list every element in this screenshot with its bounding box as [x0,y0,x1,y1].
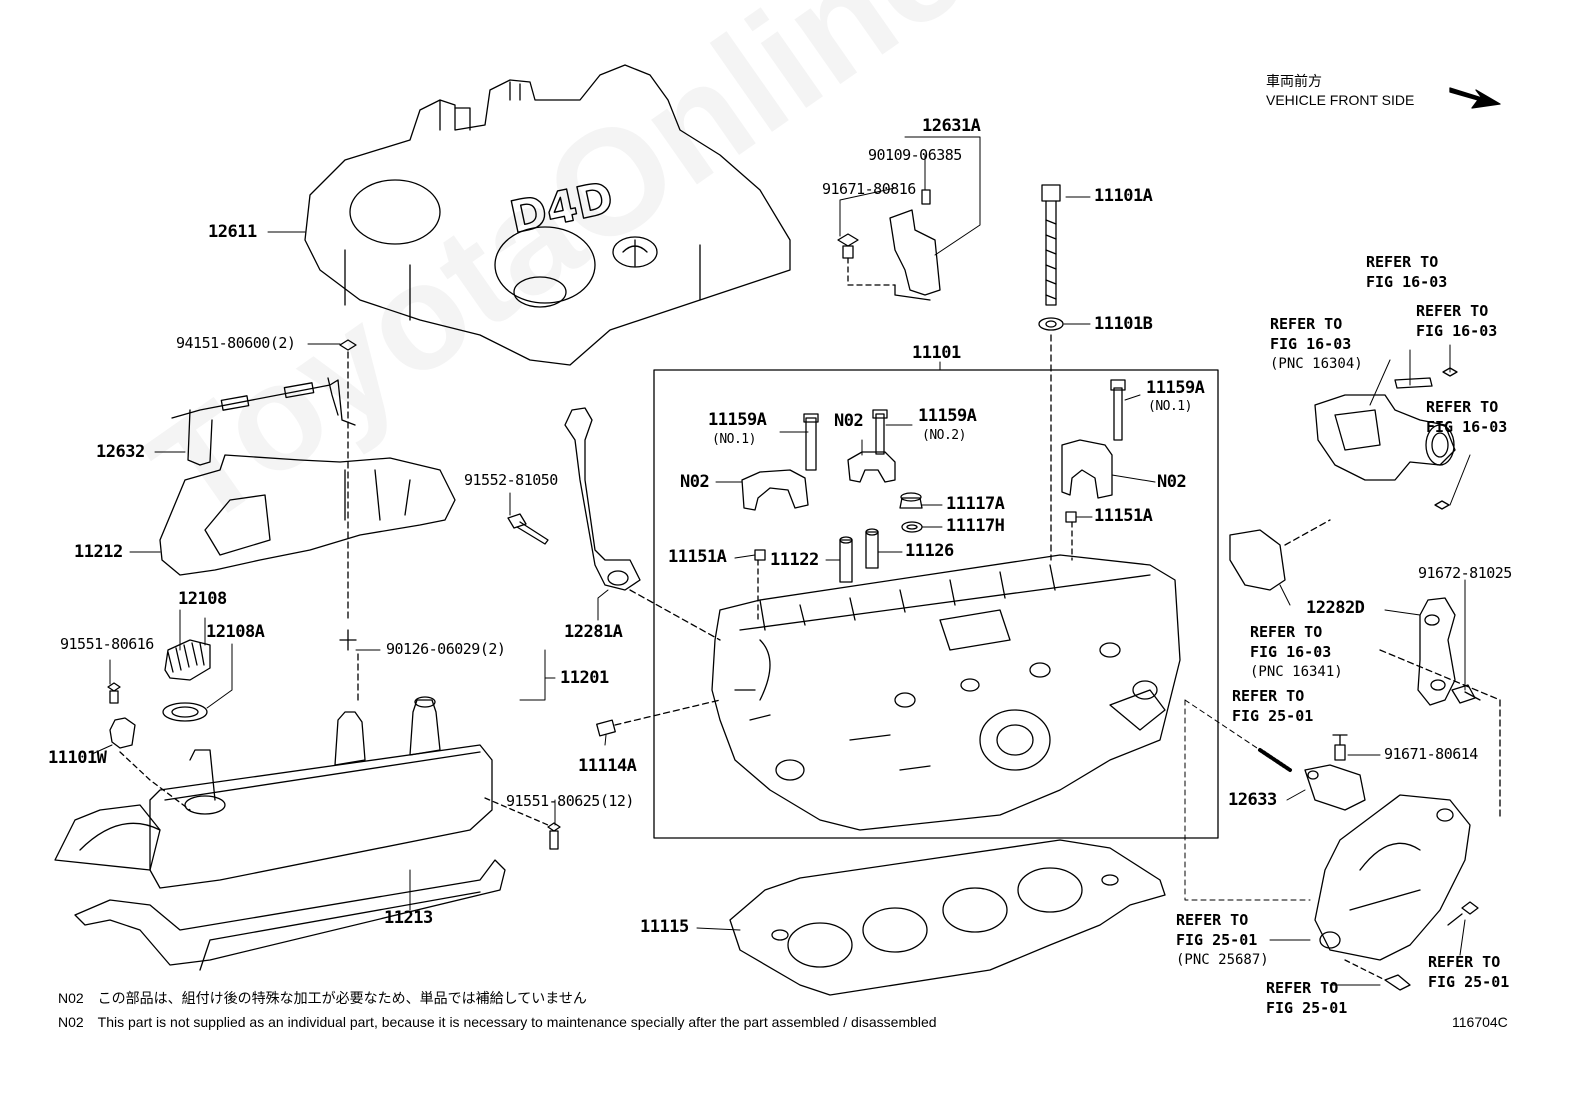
part-11151A-right[interactable]: 11151A [1094,506,1153,526]
part-90109-06385[interactable]: 90109-06385 [868,146,962,164]
engine-cover-drawing: D4D [304,64,791,366]
part-11101W[interactable]: 11101W [48,748,107,768]
baffle-plate-11212-drawing [159,454,456,576]
part-94151-80600[interactable]: 94151-80600(2) [176,334,296,352]
part-11159A-left[interactable]: 11159A [708,410,767,430]
part-11117H[interactable]: 11117H [946,516,1005,536]
valve-parts-drawing [596,492,1077,737]
part-11101B[interactable]: 11101B [1094,314,1153,334]
part-11126[interactable]: 11126 [905,541,954,561]
note-en: N02 This part is not supplied as an indi… [58,1014,937,1030]
part-12631A[interactable]: 12631A [922,116,981,136]
bracket-12631A-drawing [837,189,941,301]
part-12281A[interactable]: 12281A [564,622,623,642]
mount-bracket-drawing [1314,649,1501,991]
part-11115[interactable]: 11115 [640,917,689,937]
part-11213[interactable]: 11213 [384,908,433,928]
head-gasket-11115-drawing [729,839,1166,996]
engine-hanger-12281A-drawing [564,407,721,641]
part-11122[interactable]: 11122 [770,550,819,570]
part-91672-81025[interactable]: 91672-81025 [1418,564,1512,582]
part-11159A-right-sub: (NO.1) [1148,399,1192,414]
part-90126-06029[interactable]: 90126-06029(2) [386,640,506,658]
part-12611[interactable]: 12611 [208,222,257,242]
cylinder-head-box [653,369,1219,839]
part-N02-left[interactable]: N02 [680,472,710,492]
part-91551-80616[interactable]: 91551-80616 [60,635,154,653]
engine-hanger-12282D-drawing [1258,597,1481,811]
note-jp: N02 この部品は、組付け後の特殊な加工が必要なため、単品では補給していません [58,990,587,1006]
part-11159A-right[interactable]: 11159A [1146,378,1205,398]
part-11159A-left-sub: (NO.1) [712,432,756,447]
part-91671-80614[interactable]: 91671-80614 [1384,745,1478,763]
arrow-down-right-icon [1449,87,1501,109]
vehicle-front-en: VEHICLE FRONT SIDE [1266,92,1415,108]
bolt-91552-81050-drawing [507,513,549,545]
part-12633[interactable]: 12633 [1228,790,1277,810]
part-12632[interactable]: 12632 [96,442,145,462]
cylinder-head-drawing [711,554,1181,831]
part-91551-80625[interactable]: 91551-80625(12) [506,792,634,810]
part-91552-81050[interactable]: 91552-81050 [464,471,558,489]
part-12108[interactable]: 12108 [178,589,227,609]
part-11212[interactable]: 11212 [74,542,123,562]
vehicle-front-label: 車両前方 VEHICLE FRONT SIDE [1266,72,1414,110]
bearing-caps-drawing [741,379,1126,511]
part-11201[interactable]: 11201 [560,668,609,688]
water-outlet-drawing [1229,367,1458,591]
part-N02-top[interactable]: N02 [834,411,864,431]
valve-cover-11201-drawing [54,629,493,889]
bolt-91551-80625-drawing [484,797,561,850]
leader-lines [91,136,1471,986]
bolt-11101W-drawing [107,682,191,811]
part-91671-80816[interactable]: 91671-80816 [822,180,916,198]
wire-stay-12632-drawing [171,339,357,621]
valve-cover-gasket-11213-drawing [74,859,506,971]
part-11114A[interactable]: 11114A [578,756,637,776]
vehicle-front-jp: 車両前方 [1266,73,1322,89]
part-N02-right[interactable]: N02 [1157,472,1187,492]
part-11159A-middle-sub: (NO.2) [922,428,966,443]
part-11101A[interactable]: 11101A [1094,186,1153,206]
figure-code: 116704C [1452,1014,1508,1030]
part-11117A[interactable]: 11117A [946,494,1005,514]
oil-filler-cap-drawing [162,639,211,722]
svg-text:D4D: D4D [506,172,618,243]
part-12282D[interactable]: 12282D [1306,598,1365,618]
part-11101[interactable]: 11101 [912,343,961,363]
part-11159A-middle[interactable]: 11159A [918,406,977,426]
bolt-11101A-drawing [1038,184,1064,561]
part-11151A-left[interactable]: 11151A [668,547,727,567]
part-12108A[interactable]: 12108A [206,622,265,642]
